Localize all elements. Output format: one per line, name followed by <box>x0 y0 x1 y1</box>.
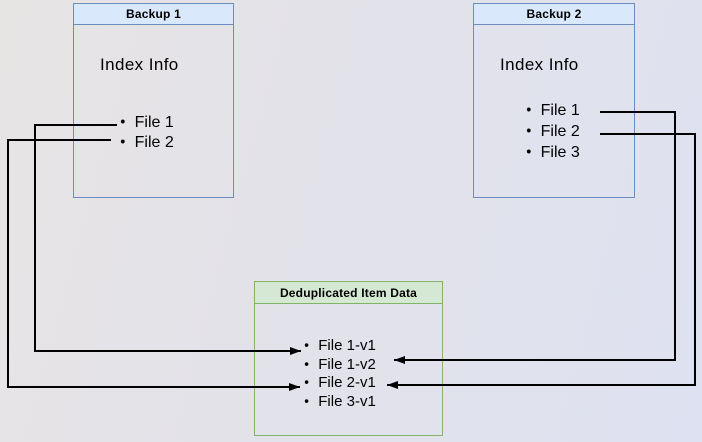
dedup-header: Deduplicated Item Data <box>255 282 442 304</box>
file-list-item: File 3 <box>526 142 580 163</box>
list-item: File 1-v1 <box>304 337 376 356</box>
backup1-title: Backup 1 <box>126 7 181 21</box>
backup1-index-info-label: Index Info <box>100 55 179 74</box>
backup2-file-list: File 1 File 2 File 3 <box>526 100 580 163</box>
backup1-node: Backup 1 Index Info File 1 File 2 <box>73 3 234 198</box>
backup2-node: Backup 2 Index Info File 1 File 2 File 3 <box>473 3 635 198</box>
file-list-item: File 2 <box>526 121 580 142</box>
file-list-item: File 2 <box>120 133 174 153</box>
list-item: File 3-v1 <box>304 393 376 412</box>
backup2-header: Backup 2 <box>474 4 634 25</box>
list-item: File 2-v1 <box>304 374 376 393</box>
list-item: File 1-v2 <box>304 356 376 375</box>
backup2-index-info-label: Index Info <box>500 55 579 74</box>
backup1-file-list: File 1 File 2 <box>120 113 174 153</box>
file-list-item: File 1 <box>120 113 174 133</box>
dedup-node: Deduplicated Item Data File 1-v1 File 1-… <box>254 281 443 436</box>
dedup-item-list: File 1-v1 File 1-v2 File 2-v1 File 3-v1 <box>304 337 376 411</box>
backup2-title: Backup 2 <box>526 7 582 21</box>
backup1-header: Backup 1 <box>74 4 233 25</box>
dedup-title: Deduplicated Item Data <box>279 285 418 300</box>
file-list-item: File 1 <box>526 100 580 121</box>
